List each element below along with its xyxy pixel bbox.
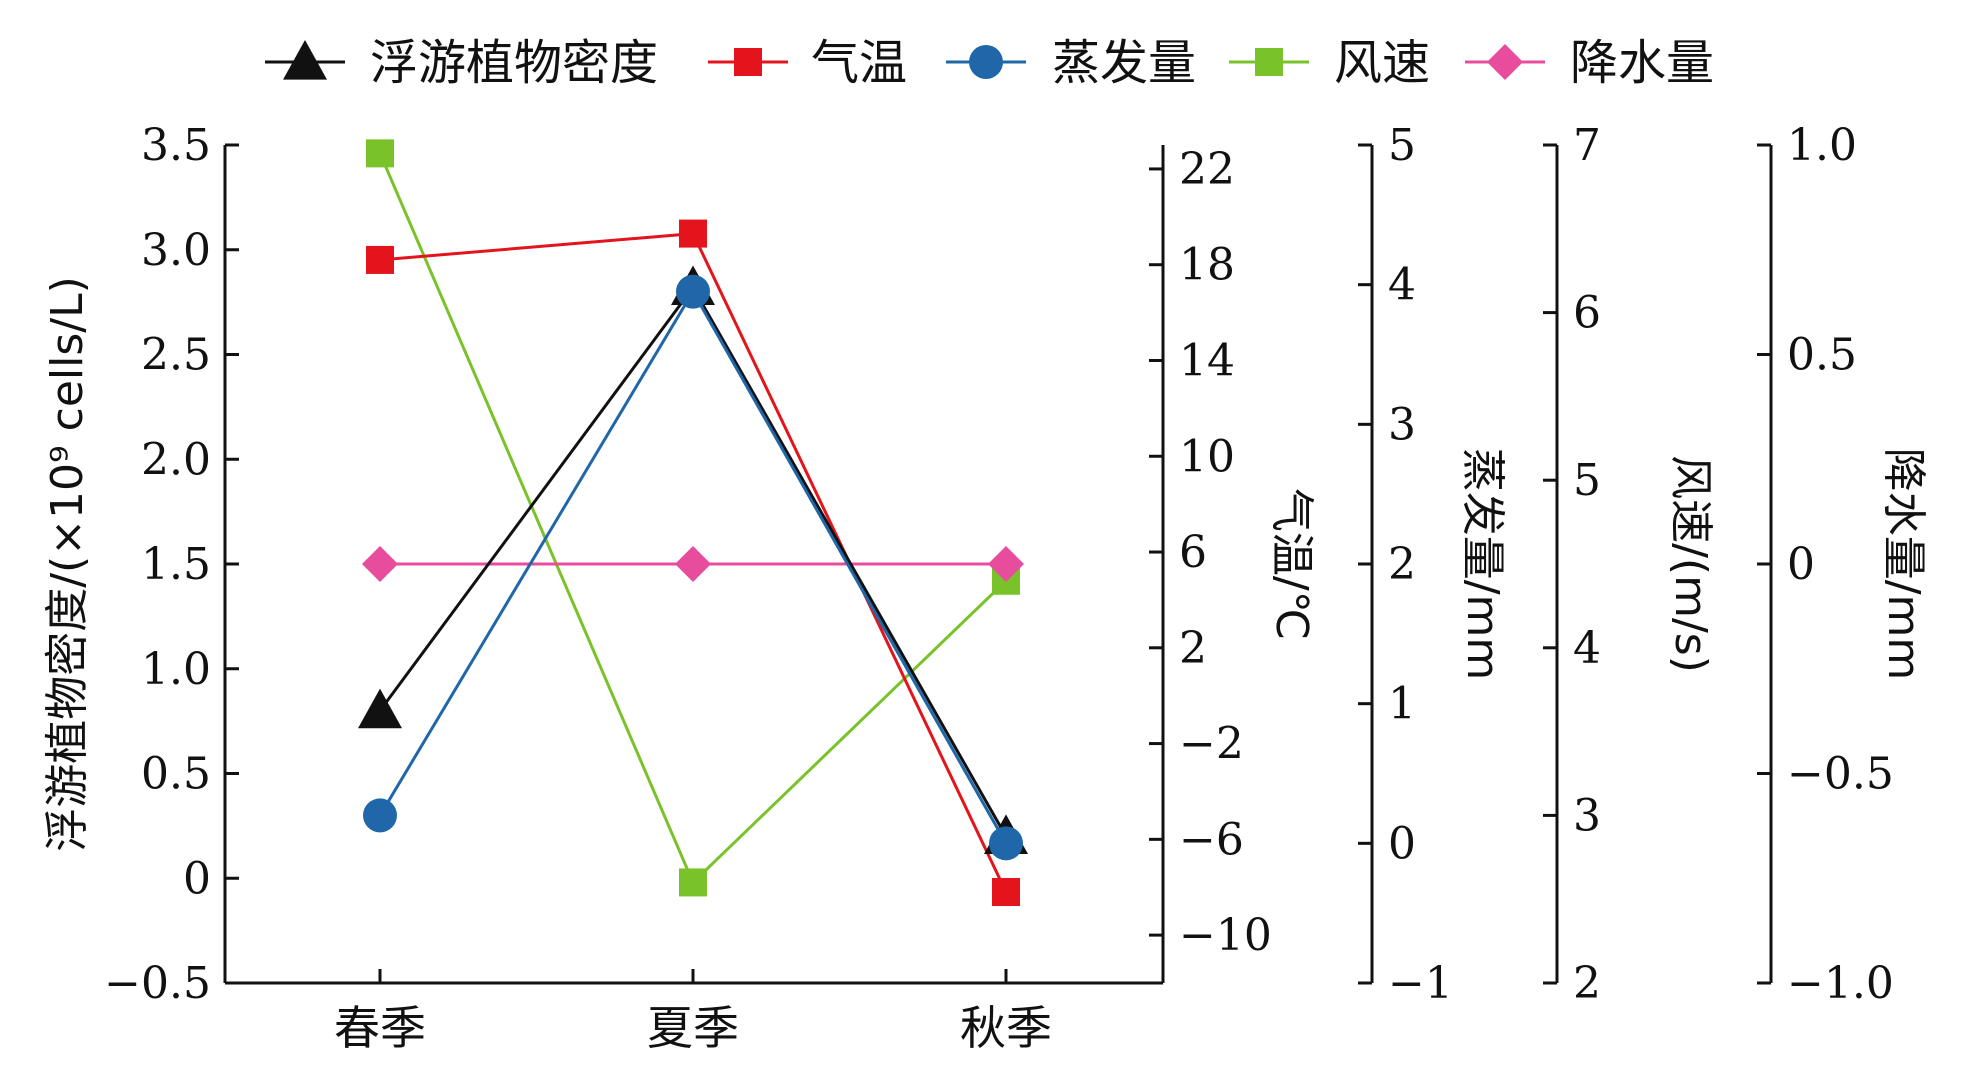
- tick-label-density: 0.5: [141, 749, 211, 800]
- tick-label-evap: 3: [1388, 399, 1416, 450]
- legend: 浮游植物密度 气温 蒸发量 风速 降水量: [265, 35, 1714, 91]
- legend-item-temp: 气温: [708, 35, 907, 91]
- axis-evap: −1 0 1 2 3 4 5 蒸发量/mm: [1358, 120, 1508, 1009]
- axis-title-evap: 蒸发量/mm: [1457, 448, 1508, 681]
- category-label: 春季: [334, 1001, 426, 1055]
- legend-label-temp: 气温: [811, 35, 907, 91]
- tick-label-temp: 22: [1179, 144, 1235, 195]
- data-point-evap: [989, 826, 1023, 861]
- data-point-temp: [992, 878, 1020, 907]
- axis-temp: −10 −6 −2 2 6 10 14 18 22 气温/℃: [1149, 144, 1317, 983]
- tick-label-temp: 18: [1179, 240, 1235, 291]
- tick-label-precip: 0.5: [1787, 330, 1857, 381]
- legend-label-density: 浮游植物密度: [370, 35, 658, 91]
- data-point-evap: [363, 798, 397, 833]
- tick-label-density: 2.0: [141, 434, 211, 485]
- axis-title-density: 浮游植物密度/(×10⁹ cells/L): [42, 276, 93, 852]
- tick-label-wind: 4: [1573, 623, 1601, 674]
- tick-label-evap: 1: [1388, 679, 1416, 730]
- tick-label-density: 1.5: [141, 539, 211, 590]
- data-point-precip: [988, 546, 1024, 582]
- axis-density: −0.5 0 0.5 1.0 1.5 2.0 2.5 3.0 3.5 浮游植物密度/(×10⁹ c…: [42, 120, 239, 1009]
- data-point-precip: [675, 546, 711, 582]
- axes: −0.5 0 0.5 1.0 1.5 2.0 2.5 3.0 3.5 浮游植物密度/(×10⁹ c…: [42, 120, 1929, 1055]
- axis-title-precip: 降水量/mm: [1878, 448, 1929, 681]
- tick-label-evap: 0: [1388, 818, 1416, 869]
- series-precip: [362, 546, 1024, 582]
- tick-label-temp: −6: [1179, 814, 1244, 865]
- series-wind: [366, 139, 1020, 897]
- legend-item-wind: 风速: [1229, 35, 1430, 91]
- tick-label-temp: 10: [1179, 431, 1235, 482]
- series-layer: [358, 139, 1028, 907]
- data-point-temp: [366, 245, 394, 274]
- tick-label-wind: 7: [1573, 120, 1601, 171]
- data-point-wind: [679, 868, 707, 897]
- data-point-evap: [676, 274, 710, 309]
- tick-label-temp: −2: [1179, 719, 1244, 770]
- category-label: 秋季: [960, 1001, 1052, 1055]
- tick-label-density: 3.5: [141, 120, 211, 171]
- tick-label-wind: 2: [1573, 958, 1601, 1009]
- tick-label-precip: −0.5: [1787, 749, 1894, 800]
- series-temp: [366, 219, 1020, 907]
- legend-label-evap: 蒸发量: [1052, 35, 1196, 91]
- axis-title-temp: 气温/℃: [1266, 488, 1317, 640]
- tick-label-density: 2.5: [141, 330, 211, 381]
- tick-label-temp: 2: [1179, 623, 1207, 674]
- tick-label-temp: 6: [1179, 527, 1207, 578]
- legend-item-evap: 蒸发量: [946, 35, 1196, 91]
- tick-label-precip: 1.0: [1787, 120, 1857, 171]
- data-point-temp: [679, 219, 707, 248]
- tick-label-evap: 5: [1388, 120, 1416, 171]
- legend-label-precip: 降水量: [1570, 35, 1714, 91]
- tick-label-evap: 4: [1388, 260, 1416, 311]
- tick-label-wind: 5: [1573, 455, 1601, 506]
- tick-label-density: 3.0: [141, 225, 211, 276]
- series-evap: [363, 274, 1023, 861]
- legend-item-density: 浮游植物密度: [265, 35, 658, 91]
- axis-title-wind: 风速/(m/s): [1665, 455, 1716, 673]
- tick-label-density: 0: [183, 853, 211, 904]
- series-line-wind: [378, 152, 1008, 886]
- legend-marker-temp: [734, 48, 762, 76]
- legend-marker-density: [283, 40, 327, 80]
- legend-label-wind: 风速: [1334, 35, 1430, 91]
- legend-marker-evap: [969, 45, 1003, 79]
- tick-label-temp: 14: [1179, 335, 1235, 386]
- tick-label-precip: −1.0: [1787, 958, 1894, 1009]
- tick-label-wind: 3: [1573, 790, 1601, 841]
- tick-label-evap: 2: [1388, 539, 1416, 590]
- tick-label-density: 1.0: [141, 644, 211, 695]
- axis-precip: −1.0 −0.5 0 0.5 1.0 降水量/mm: [1757, 120, 1929, 1009]
- category-label: 夏季: [647, 1001, 739, 1055]
- data-point-wind: [366, 139, 394, 168]
- tick-label-temp: −10: [1179, 910, 1272, 961]
- legend-item-precip: 降水量: [1465, 35, 1714, 91]
- tick-label-density: −0.5: [104, 958, 211, 1009]
- tick-label-wind: 6: [1573, 288, 1601, 339]
- data-point-precip: [362, 546, 398, 582]
- data-point-density: [358, 688, 402, 729]
- legend-marker-precip: [1487, 44, 1523, 80]
- tick-label-precip: 0: [1787, 539, 1815, 590]
- axis-wind: 2 3 4 5 6 7 风速/(m/s): [1543, 120, 1716, 1009]
- tick-label-evap: −1: [1388, 958, 1453, 1009]
- legend-marker-wind: [1255, 48, 1283, 76]
